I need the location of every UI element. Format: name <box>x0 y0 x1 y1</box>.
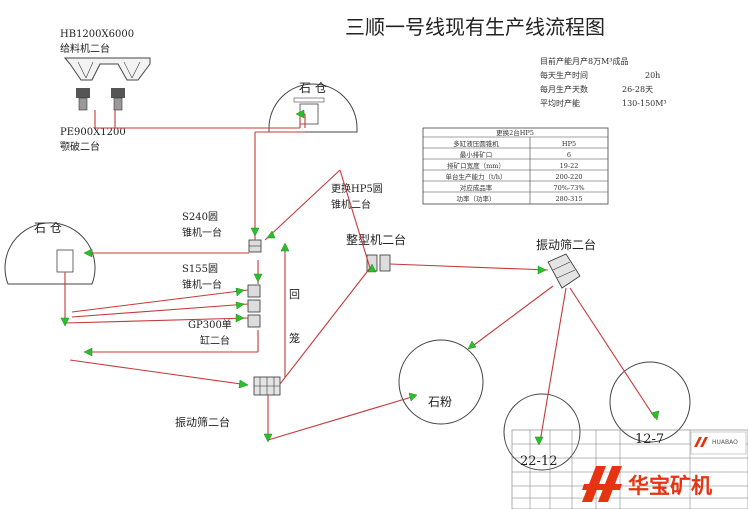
brand-logo-icon <box>582 466 622 502</box>
table-cell: 280-315 <box>555 195 582 203</box>
product-label-12-7: 12-7 <box>635 432 664 447</box>
gp300-model-label: GP300单 <box>188 319 232 331</box>
table-cell: HP5 <box>562 140 576 148</box>
stat-value: 130-150M³ <box>622 99 667 108</box>
jaw-crusher-units <box>76 88 125 111</box>
table-cell: 排矿口宽度（mm） <box>447 161 505 170</box>
return-label-2: 笼 <box>289 331 300 345</box>
small-brand-logo: HUABAO <box>690 431 747 455</box>
vibrating-screen-left <box>253 376 281 396</box>
stat-label: 每月生产天数 <box>540 84 588 94</box>
hp5-model-label: 更换HP5圆 <box>331 182 383 195</box>
table-cell: 最小排矿口 <box>460 150 493 159</box>
drawing-title-block <box>511 429 748 509</box>
stat-value: 26-28天 <box>622 85 653 94</box>
svg-text:HUABAO: HUABAO <box>712 439 738 446</box>
table-cell: 70%-73% <box>553 184 584 192</box>
jaw-crusher-model-label: PE900X1200 <box>60 127 126 138</box>
s155-cone-crusher <box>247 284 261 328</box>
s240-count-label: 锥机一台 <box>182 226 222 239</box>
brand-watermark: 华宝矿机 <box>582 466 712 502</box>
table-cell: 功率（功率） <box>457 194 496 203</box>
s155-model-label: S155圆 <box>182 263 218 275</box>
product-label-22-12: 22-12 <box>520 454 557 469</box>
return-label-1: 回 <box>289 288 300 301</box>
feeder-count-label: 给料机二台 <box>60 42 110 55</box>
table-cell: 对应成品率 <box>460 183 493 192</box>
table-caption: 更换2台HP5 <box>496 128 534 137</box>
stone-powder-pile <box>398 339 484 425</box>
jaw-crusher-count-label: 颚破二台 <box>60 140 100 153</box>
stone-powder-label: 石粉 <box>428 395 452 409</box>
table-cell: 单台生产能力（t/h） <box>446 172 507 181</box>
stat-label: 目前产能月产8万M³成品 <box>540 56 629 66</box>
shaper-label: 整型机二台 <box>346 232 406 247</box>
diagram-title: 三顺一号线现有生产线流程图 <box>345 15 605 39</box>
feeder-hoppers <box>63 57 151 81</box>
table-cell: 6 <box>567 151 571 159</box>
stat-label: 每天生产时间 <box>540 70 588 80</box>
silo-top-label: 石 仓 <box>299 81 327 95</box>
stats-block: 目前产能月产8万M³成品 每天生产时间 20h 每月生产天数 26-28天 平均… <box>540 56 667 108</box>
flow-arrows <box>60 109 660 446</box>
s240-cone-crusher <box>248 239 262 253</box>
vibrating-screen-right <box>547 253 581 289</box>
gp300-count-label: 缸二台 <box>200 334 230 347</box>
vibrating-screen-right-label: 振动筛二台 <box>536 237 596 252</box>
table-cell: 19-22 <box>560 162 579 170</box>
product-pile-22-12 <box>503 393 581 471</box>
spec-table: 更换2台HP5 多缸液压圆锥机 HP5 最小排矿口 6 排矿口宽度（mm） 19… <box>422 127 609 205</box>
s155-count-label: 锥机一台 <box>182 278 222 291</box>
product-pile-12-7 <box>609 361 691 443</box>
stat-label: 平均时产能 <box>540 98 580 108</box>
feeder-model-label: HB1200X6000 <box>60 29 134 40</box>
silo-left-label: 石 仓 <box>34 221 62 235</box>
flow-lines <box>64 110 656 443</box>
table-cell: 200-220 <box>555 173 582 181</box>
stat-value: 20h <box>645 71 660 80</box>
brand-name: 华宝矿机 <box>628 474 712 498</box>
s240-model-label: S240圆 <box>182 211 218 223</box>
vibrating-screen-left-label: 振动筛二台 <box>175 415 230 429</box>
table-cell: 多缸液压圆锥机 <box>453 139 499 148</box>
